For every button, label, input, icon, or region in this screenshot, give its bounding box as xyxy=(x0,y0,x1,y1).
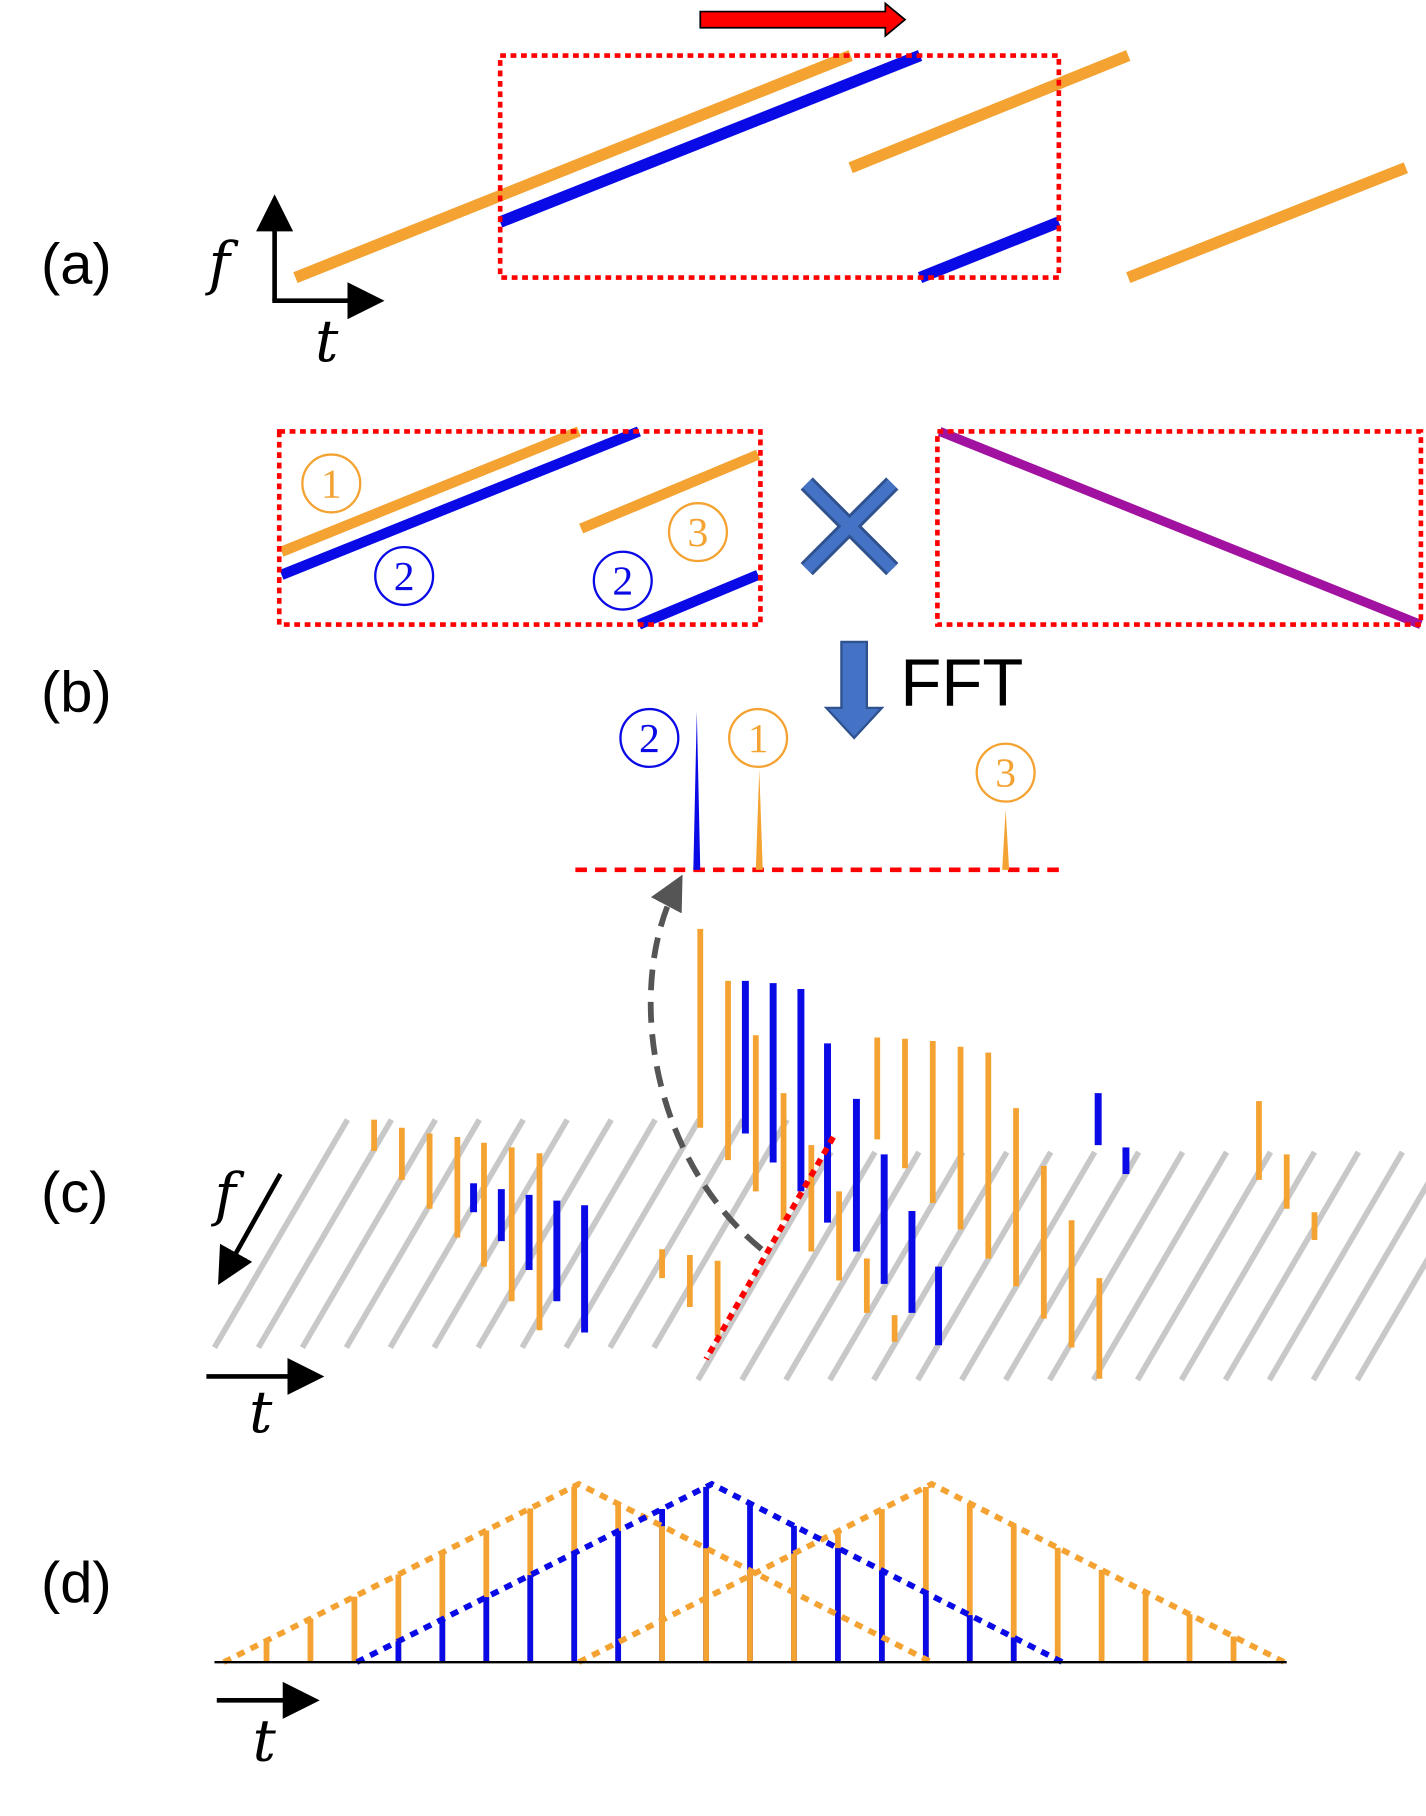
peak-marker-3-circle xyxy=(975,742,1036,803)
time-frequency-grid-line xyxy=(739,1150,878,1382)
multiply-icon xyxy=(802,479,897,574)
peak-trace-line xyxy=(703,1135,836,1361)
panel-label-c: (c) xyxy=(41,1161,108,1225)
marker-2: 2 xyxy=(612,559,633,605)
time-frequency-grid-line xyxy=(1091,1150,1230,1382)
marker-3-circle xyxy=(667,502,729,563)
time-frequency-grid-line xyxy=(255,1118,394,1349)
chirp-line-orange xyxy=(293,50,853,283)
time-frequency-grid-line xyxy=(1135,1150,1274,1382)
time-frequency-grid-line xyxy=(1222,1150,1361,1382)
time-frequency-grid-line xyxy=(1266,1150,1405,1382)
time-axis-label-d: t xyxy=(253,1706,277,1774)
freq-axis-arrow-c xyxy=(218,1172,283,1286)
window-chirp-blue xyxy=(279,426,641,580)
chirp-line-blue xyxy=(917,216,1061,283)
peak-marker-1: 1 xyxy=(748,716,769,762)
fft-down-arrow-icon xyxy=(823,640,885,740)
peak-marker-1-circle xyxy=(728,707,789,769)
time-frequency-grid-line xyxy=(1178,1150,1317,1382)
time-axis-label: t xyxy=(315,307,339,375)
time-frequency-grid-line xyxy=(607,1118,746,1349)
window-chirp-orange xyxy=(579,449,761,534)
marker-3: 3 xyxy=(688,510,709,556)
time-frequency-grid-line xyxy=(871,1150,1010,1382)
window-chirp-blue xyxy=(636,570,761,630)
fft-label: FFT xyxy=(900,646,1023,721)
time-frequency-grid-line xyxy=(519,1118,658,1349)
time-frequency-grid-line xyxy=(783,1150,922,1382)
panel-label-d: (d) xyxy=(41,1551,112,1615)
freq-axis-label-c: f xyxy=(210,1161,244,1229)
marker-1: 1 xyxy=(321,461,342,507)
analysis-window xyxy=(497,53,1062,280)
time-frequency-grid-line xyxy=(959,1150,1098,1382)
time-frequency-grid-line xyxy=(211,1118,350,1349)
sliding-direction-arrow-icon xyxy=(699,1,907,38)
chirp-line-orange xyxy=(848,50,1131,174)
marker-2: 2 xyxy=(394,554,415,600)
spectrum-peak-blue xyxy=(693,711,701,870)
envelope-triangle-orange xyxy=(222,1480,933,1665)
time-frequency-grid-line xyxy=(1310,1181,1426,1382)
peak-marker-3: 3 xyxy=(995,751,1016,797)
marker-2-circle xyxy=(374,545,435,607)
windowed-signal-box xyxy=(276,429,763,627)
freq-axis-label: f xyxy=(205,229,239,297)
time-frequency-grid-line xyxy=(1354,1256,1426,1382)
time-frequency-grid-line xyxy=(299,1118,438,1349)
envelope-triangle-orange xyxy=(577,1480,1286,1665)
panel-label-a: (a) xyxy=(41,232,112,296)
envelope-triangle-blue xyxy=(355,1480,1064,1665)
time-frequency-grid-line xyxy=(475,1118,614,1349)
spectrum-peak-orange xyxy=(1002,809,1010,870)
dechirp-reference-line xyxy=(937,427,1423,629)
time-frequency-grid-line xyxy=(651,1118,790,1349)
window-chirp-orange xyxy=(279,426,581,557)
peak-marker-2: 2 xyxy=(639,716,660,762)
time-frequency-grid-line xyxy=(827,1150,966,1382)
chirp-line-blue xyxy=(498,50,923,228)
marker-1-circle xyxy=(301,453,362,514)
spectrum-peak-orange xyxy=(755,769,763,870)
time-axis-label-c: t xyxy=(249,1378,273,1446)
peak-marker-2-circle xyxy=(619,707,680,769)
time-frequency-grid-line xyxy=(563,1118,702,1349)
chirp-line-orange xyxy=(1126,162,1408,283)
panel-label-b: (b) xyxy=(41,660,112,724)
marker-2-circle xyxy=(592,550,653,611)
reference-chirp-box xyxy=(935,429,1424,627)
mapping-arrow-icon xyxy=(647,874,764,1252)
